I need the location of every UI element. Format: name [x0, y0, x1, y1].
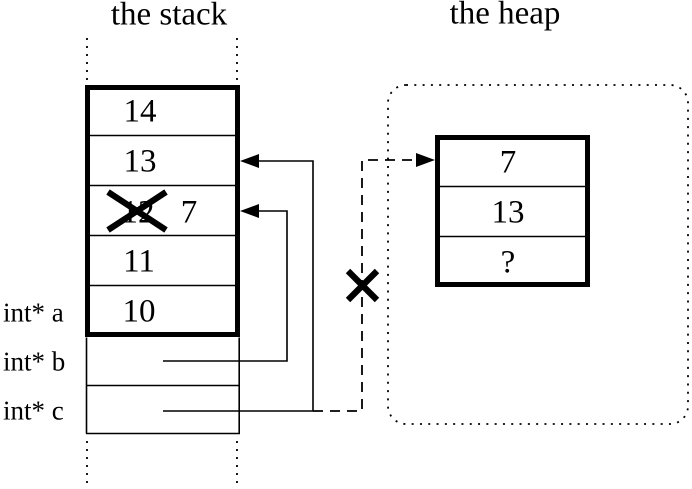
pointer-variable-cells — [85, 337, 240, 435]
heap-title: the heap — [449, 0, 561, 32]
stack-title: the stack — [110, 0, 228, 33]
pointer-label-b: int* b — [3, 346, 66, 377]
pointer-label-a: int* a — [3, 297, 64, 328]
stack-cell-value: 14 — [123, 93, 157, 130]
stack-cell-dividers — [90, 134, 235, 287]
heap-cell-value: 7 — [499, 144, 517, 181]
pointer-b-arrowhead-icon — [240, 204, 259, 218]
dangling-heap-pointer-dashed-line — [313, 159, 421, 412]
cross-out-pointer-x-icon — [345, 268, 380, 303]
pointer-c-arrowhead-icon — [240, 154, 259, 168]
stack-box — [85, 85, 240, 337]
stack-cell-value-crossed: 12 — [121, 194, 155, 231]
pointer-label-c: int* c — [3, 395, 64, 426]
stack-region-dotted-guides-top — [86, 38, 238, 80]
stack-cell-new-value: 7 — [180, 194, 198, 231]
heap-cell-value: ? — [500, 244, 516, 281]
stack-cell-value: 10 — [122, 293, 156, 330]
heap-region-dotted-border — [387, 84, 689, 425]
stack-region-dotted-guides-bottom — [86, 441, 238, 487]
stack-cell-value: 11 — [123, 243, 155, 280]
dangling-heap-pointer-arrowhead-icon — [416, 153, 435, 167]
heap-cell-value: 13 — [491, 194, 525, 231]
stack-cell-value: 13 — [123, 143, 157, 180]
pointer-b-line — [163, 210, 288, 362]
